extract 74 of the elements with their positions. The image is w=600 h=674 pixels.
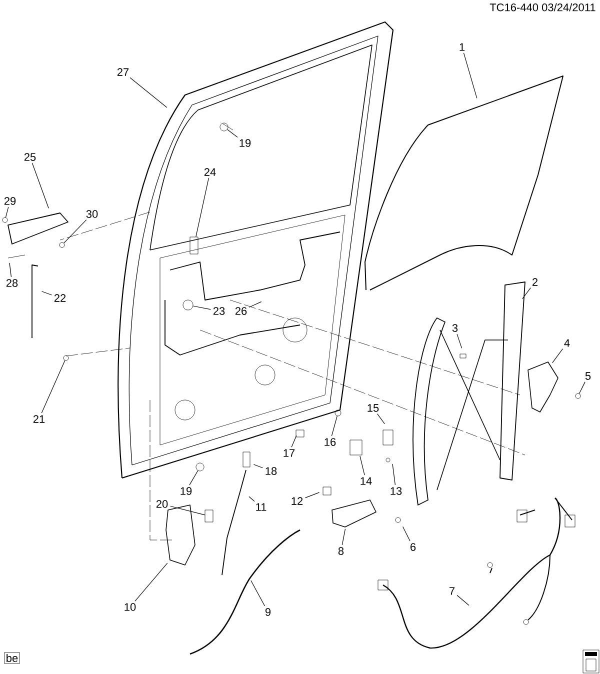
leader-line [377, 414, 385, 424]
leader-line [192, 306, 211, 310]
leader-line [253, 464, 264, 468]
callout-number: 30 [86, 210, 98, 218]
callout-number: 4 [564, 339, 570, 347]
leader-line [402, 526, 410, 542]
callout-number: 8 [338, 547, 344, 555]
leader-line [248, 301, 262, 308]
leader-line [456, 594, 470, 606]
fastener-drawing [334, 410, 342, 416]
callout-number: 2 [532, 278, 538, 286]
callout-number: 15 [368, 404, 379, 412]
callout-number: 17 [284, 449, 295, 457]
callout-number: 18 [266, 467, 277, 475]
leader-line [304, 492, 320, 498]
leader-line [342, 528, 346, 546]
leader-line [41, 291, 52, 296]
leader-line [248, 496, 255, 502]
callout-number: 3 [452, 324, 458, 332]
fastener-drawing [575, 393, 581, 399]
callout-number: 21 [33, 415, 45, 423]
callout-number: 24 [204, 168, 216, 176]
callout-number: 23 [213, 307, 225, 315]
callout-number: 19 [240, 139, 251, 147]
callout-number: 12 [292, 497, 303, 505]
callout-number: 28 [6, 279, 18, 287]
callout-number: 7 [450, 587, 455, 595]
leader-line [331, 416, 338, 436]
callout-number: 9 [265, 608, 271, 616]
leader-line [522, 288, 531, 300]
callout-number: 29 [4, 197, 16, 205]
callout-number: 14 [360, 477, 372, 485]
leader-line [32, 162, 49, 209]
callout-number: 25 [24, 153, 36, 161]
callout-number: 22 [54, 294, 66, 302]
fastener-drawing [2, 217, 8, 223]
leader-line [5, 206, 9, 218]
leader-line [170, 506, 206, 516]
callout-number: 20 [156, 500, 168, 508]
clip-drawing [190, 236, 198, 254]
leader-line [227, 129, 238, 138]
leader-line [552, 348, 564, 364]
leader-line [463, 52, 478, 98]
leader-line [578, 382, 586, 394]
figure-code: TC16-440 03/24/2011 [490, 3, 596, 12]
callout-number: 10 [124, 603, 136, 611]
fastener-drawing [63, 355, 69, 361]
leader-line [64, 220, 87, 244]
callout-number: 5 [585, 372, 591, 380]
clip-drawing [204, 510, 214, 522]
fastener-drawing [59, 242, 65, 248]
code-box: be [4, 652, 20, 664]
callout-number: 16 [324, 438, 336, 446]
fastener-drawing [220, 122, 228, 132]
leader-line [134, 562, 168, 602]
leader-line [250, 580, 266, 606]
leader-line [189, 470, 198, 486]
callout-number: 27 [117, 68, 129, 76]
leader-line [196, 178, 209, 238]
callout-number: 6 [410, 543, 416, 551]
callout-number: 11 [256, 503, 266, 511]
leader-line [456, 334, 462, 348]
fastener-drawing [182, 300, 194, 310]
leader-line [41, 360, 66, 414]
leader-line [291, 435, 297, 448]
leader-line [9, 262, 12, 278]
leader-line [130, 77, 168, 108]
callout-number: 1 [460, 43, 465, 51]
callout-number: 19 [180, 487, 192, 495]
leader-line [392, 464, 396, 486]
leader-line [360, 456, 365, 476]
callout-number: 26 [235, 307, 247, 315]
callout-number: 13 [390, 487, 402, 495]
fastener-drawing [196, 462, 204, 472]
